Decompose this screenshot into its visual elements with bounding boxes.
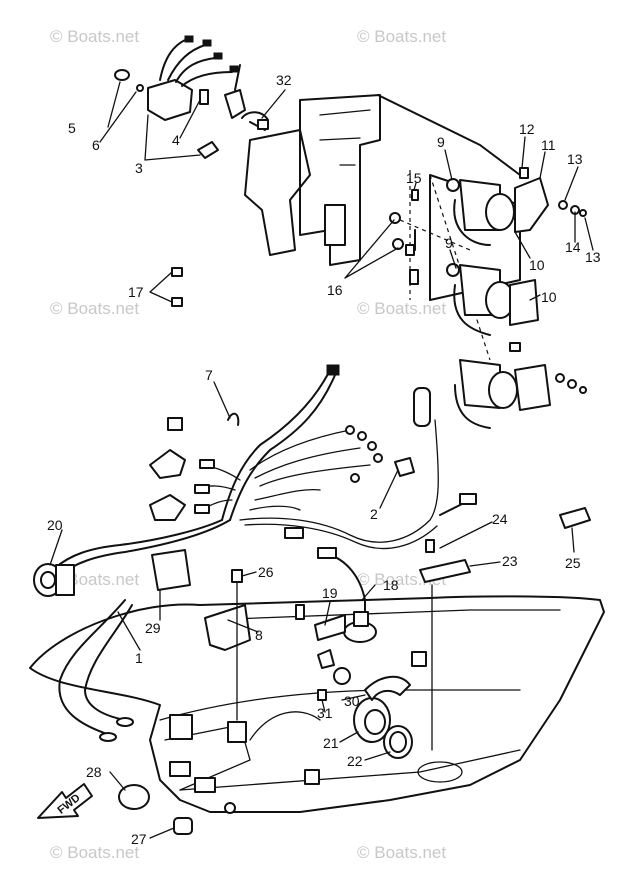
callout-8: 8 [255,627,263,643]
callout-21: 21 [323,735,339,751]
watermark-bottom-left: © Boats.net [50,843,139,862]
callout-18: 18 [383,577,399,593]
callout-14: 14 [565,239,581,255]
watermark-bottom-right: © Boats.net [357,843,446,862]
forward-direction-arrow: FWD [37,783,93,819]
callout-7: 7 [205,367,213,383]
part-31-screw [317,689,327,701]
part-29-junction-box [151,549,191,591]
callout-32: 32 [276,72,292,88]
part-cdi-unit [114,35,246,159]
callout-2: 2 [370,506,378,522]
callout-17: 17 [128,284,144,300]
callout-12: 12 [519,121,535,137]
leader-lines [49,81,594,839]
part-1-battery-cables [58,599,134,742]
part-23-24-plate [419,539,471,751]
ignition-coil-upper [446,167,587,246]
callout-1: 1 [135,650,143,666]
part-25-clip [559,507,591,529]
watermark-mid-right: © Boats.net [357,299,446,318]
watermark-top-left: © Boats.net [50,27,139,46]
callout-10-upper: 10 [529,257,545,273]
watermark-top-right: © Boats.net [357,27,446,46]
watermark-mid-left: © Boats.net [50,299,139,318]
callout-29: 29 [145,620,161,636]
callout-25: 25 [565,555,581,571]
callout-3: 3 [135,160,143,176]
callout-6: 6 [92,137,100,153]
part-27-plug [173,817,193,835]
callout-20: 20 [47,517,63,533]
callout-31: 31 [317,705,333,721]
callout-22: 22 [347,753,363,769]
callout-10-middle: 10 [541,289,557,305]
callout-27: 27 [131,831,147,847]
callout-30: 30 [344,693,360,709]
ignition-coil-middle [446,263,539,336]
part-22-ring [383,725,413,759]
part-28-cap [118,784,150,810]
wiring-harness [54,364,477,576]
part-8-bracket [204,569,251,721]
callout-26: 26 [258,564,274,580]
part-32-clamp [241,111,269,131]
callout-28: 28 [86,764,102,780]
part-18-neutral-switch [317,547,377,643]
part-17-bolts [171,267,183,307]
part-20-main-connector [33,563,75,597]
callout-13-lower: 13 [585,249,601,265]
part-7-clip [227,412,240,426]
callout-9-middle: 9 [445,235,453,251]
part-2-grommet [394,457,415,477]
callout-19: 19 [322,585,338,601]
callout-4: 4 [172,132,180,148]
callout-5: 5 [68,120,76,136]
callout-labels: 5 6 3 4 32 9 12 11 13 15 14 13 9 10 10 1… [47,72,601,847]
callout-15: 15 [406,170,422,186]
callout-24: 24 [492,511,508,527]
part-30-cover [317,649,411,701]
callout-23: 23 [502,553,518,569]
part-19-bracket [295,604,346,641]
watermarks: © Boats.net © Boats.net © Boats.net © Bo… [50,27,446,862]
mounting-bracket-left [149,417,186,521]
part-21-grommet [353,697,391,743]
callout-9-upper: 9 [437,134,445,150]
callout-16: 16 [327,282,343,298]
ignition-coil-lower [454,342,587,429]
part-15-16-fasteners [389,189,419,285]
cowling-sockets [169,651,427,814]
callout-13-upper: 13 [567,151,583,167]
callout-11: 11 [541,137,556,153]
